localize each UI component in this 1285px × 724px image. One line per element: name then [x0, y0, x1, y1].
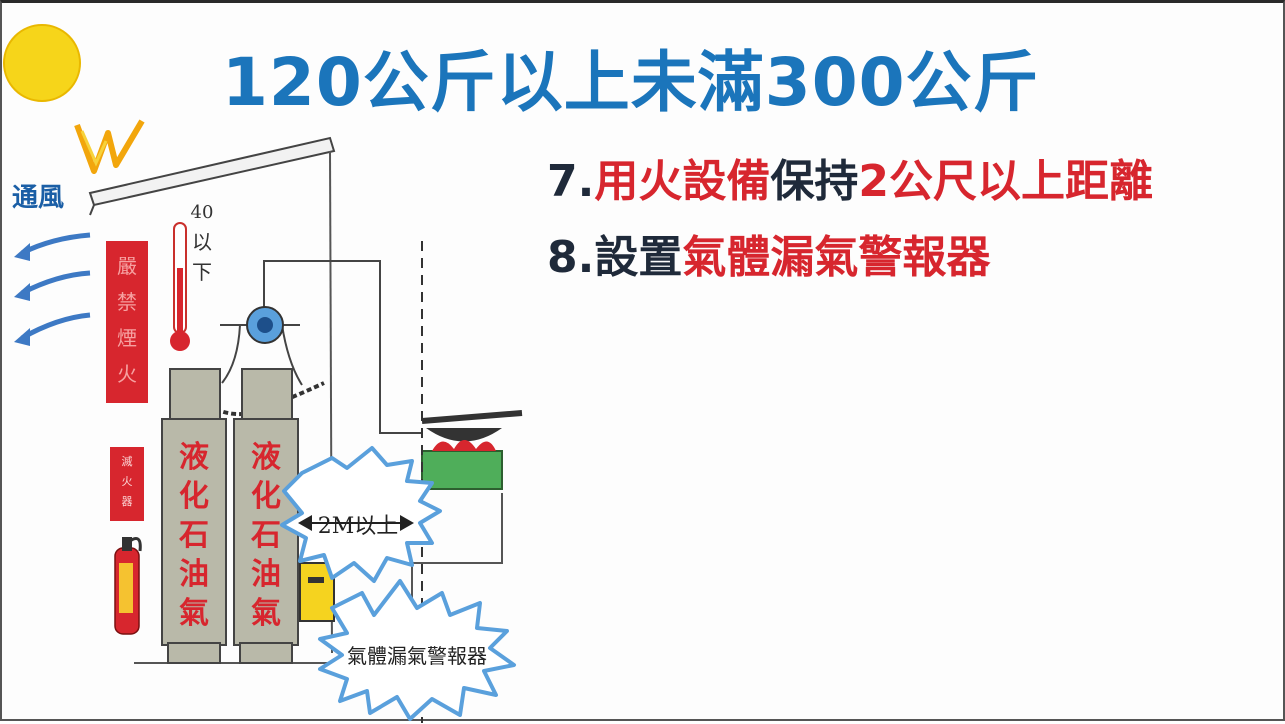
svg-text:嚴: 嚴 — [117, 254, 137, 278]
extinguisher-sign — [110, 447, 144, 521]
sun-rays-inner — [80, 130, 108, 167]
svg-text:石: 石 — [178, 518, 209, 553]
svg-text:器: 器 — [122, 495, 133, 508]
svg-text:油: 油 — [251, 557, 281, 592]
svg-text:火: 火 — [117, 362, 137, 386]
detector-burst — [318, 579, 516, 721]
svg-text:氣: 氣 — [251, 596, 281, 631]
rule-8-number: 8. — [547, 232, 595, 283]
fire-extinguisher-icon — [114, 537, 142, 635]
svg-text:石: 石 — [250, 518, 281, 553]
rule-7-part-2: 保持 — [770, 156, 859, 207]
svg-text:化: 化 — [179, 479, 209, 514]
svg-text:氣: 氣 — [179, 596, 209, 631]
slide-title: 120公斤以上未滿300公斤 — [222, 44, 1040, 121]
temp-label-bot: 下 — [192, 260, 212, 284]
airflow-arrows-icon — [20, 232, 91, 341]
svg-text:煙: 煙 — [117, 326, 137, 350]
rule-8: 8.設置氣體漏氣警報器 — [547, 221, 990, 285]
ventilation-label: 通風 — [12, 183, 64, 213]
distance-burst — [280, 446, 442, 583]
rule-8-part-1: 設置 — [594, 232, 683, 283]
sun-icon — [3, 24, 81, 102]
lpg-storage-illustration: 通風 嚴 禁 煙 火 40 以 下 滅 火 器 — [3, 24, 523, 723]
distance-label: 2M以上 — [318, 514, 399, 539]
rule-7-part-3: 2公尺以上距離 — [858, 156, 1153, 207]
svg-text:油: 油 — [179, 557, 209, 592]
lpg-cylinder-1: 液 化 石 油 氣 — [161, 368, 227, 664]
svg-text:火: 火 — [122, 475, 133, 488]
rule-7-number: 7. — [547, 156, 595, 207]
svg-text:化: 化 — [251, 479, 281, 514]
rule-7: 7.用火設備保持2公尺以上距離 — [547, 145, 1153, 209]
no-fire-sign — [106, 241, 148, 403]
gas-stove-icon — [421, 410, 523, 490]
rule-8-part-2: 氣體漏氣警報器 — [682, 232, 991, 283]
lpg-cylinder-2: 液 化 石 油 氣 — [233, 368, 299, 664]
temp-label-top: 40 — [191, 202, 214, 223]
svg-text:液: 液 — [251, 440, 281, 475]
temp-label-mid: 以 — [192, 230, 212, 254]
svg-text:禁: 禁 — [117, 290, 137, 314]
roof — [88, 136, 336, 207]
sun-rays-icon — [74, 119, 145, 174]
svg-text:滅: 滅 — [122, 455, 133, 468]
rule-7-part-1: 用火設備 — [594, 156, 771, 207]
svg-text:液: 液 — [179, 440, 209, 475]
detector-label: 氣體漏氣警報器 — [347, 644, 487, 668]
